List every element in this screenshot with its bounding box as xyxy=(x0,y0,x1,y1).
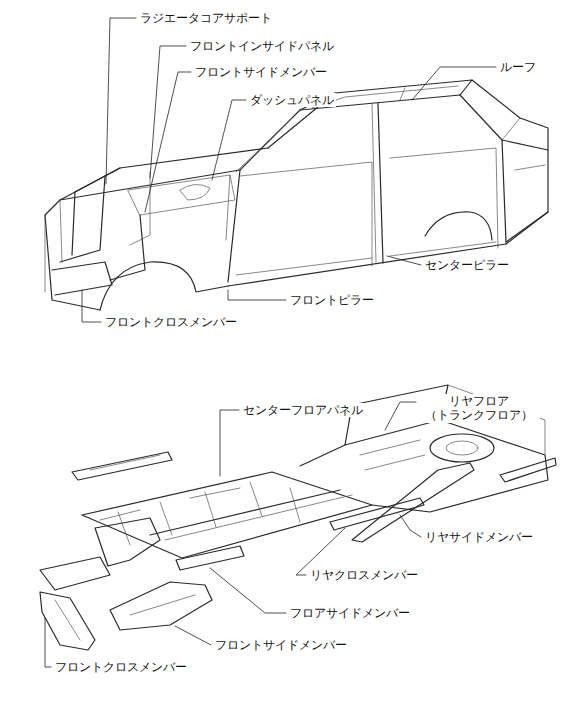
floor-parts xyxy=(40,385,556,650)
part-label: フロントサイドメンバー xyxy=(193,65,329,79)
floor-parts-stroke xyxy=(110,582,212,630)
leader-lines-stroke xyxy=(150,46,186,178)
part-label: フロントピラー xyxy=(288,293,376,307)
car-body-shell-stroke xyxy=(460,95,506,242)
leader-lines-stroke xyxy=(45,618,51,667)
car-body-shell-stroke xyxy=(240,162,372,266)
leader-lines-stroke xyxy=(387,256,421,265)
floor-parts-stroke xyxy=(500,458,556,482)
part-label: センターピラー xyxy=(423,258,511,272)
part-label: センターフロアパネル xyxy=(241,403,365,417)
leader-lines-stroke xyxy=(220,410,239,476)
part-label: ダッシュパネル xyxy=(248,93,336,107)
leader-lines-stroke xyxy=(82,290,101,322)
floor-parts-stroke xyxy=(55,600,80,640)
car-body-shell-stroke xyxy=(226,175,230,240)
part-label: リヤクロスメンバー xyxy=(308,568,420,582)
leader-lines-stroke xyxy=(400,515,421,537)
car-body-shell xyxy=(45,80,548,310)
leader-lines-stroke xyxy=(412,67,496,100)
car-body-shell-stroke xyxy=(60,148,268,200)
leader-lines-stroke xyxy=(212,100,246,180)
leader-lines-stroke xyxy=(145,72,191,212)
car-body-shell-stroke xyxy=(128,175,235,215)
car-body-shell-stroke xyxy=(502,140,548,242)
part-label: フロアサイドメンバー xyxy=(288,606,412,620)
car-body-shell-stroke xyxy=(180,184,210,200)
floor-parts-stroke xyxy=(300,420,548,512)
car-body-shell-stroke xyxy=(45,170,240,310)
floor-parts-stroke xyxy=(82,472,372,558)
car-body-shell-stroke xyxy=(378,103,383,263)
part-label: リヤフロア （トランクフロア） xyxy=(418,394,540,423)
car-body-shell-stroke xyxy=(372,104,376,262)
car-body-shell-stroke xyxy=(390,242,496,256)
car-body-shell-stroke xyxy=(506,212,548,244)
leader-lines xyxy=(45,18,496,667)
floor-parts-stroke xyxy=(72,452,172,480)
part-label: リヤサイドメンバー xyxy=(423,530,535,544)
part-label: フロントクロスメンバー xyxy=(103,315,239,329)
part-label: フロントインサイドパネル xyxy=(188,39,336,53)
floor-parts-stroke xyxy=(90,455,160,470)
car-body-shell-stroke xyxy=(425,212,492,240)
part-label: ラジエータコアサポート xyxy=(138,11,274,25)
car-body-shell-stroke xyxy=(72,176,105,255)
car-body-shell-stroke xyxy=(472,80,548,150)
car-body-shell-stroke xyxy=(390,148,498,248)
floor-parts-stroke xyxy=(130,595,195,615)
car-body-shell-stroke xyxy=(236,118,292,172)
part-label: フロントサイドメンバー xyxy=(213,638,349,652)
part-label: ルーフ xyxy=(498,60,538,74)
car-body-shell-stroke xyxy=(228,110,300,282)
floor-parts-stroke xyxy=(95,518,160,566)
leader-lines-stroke xyxy=(385,402,416,430)
car-body-shell-stroke xyxy=(100,262,228,310)
car-body-shell-stroke xyxy=(515,165,545,170)
car-body-shell-stroke xyxy=(110,215,145,280)
floor-parts-stroke xyxy=(40,592,95,650)
floor-parts-stroke xyxy=(40,557,110,590)
car-body-shell-stroke xyxy=(60,168,120,262)
car-body-shell-stroke xyxy=(236,258,372,275)
leader-lines-stroke xyxy=(175,626,211,645)
floor-parts-stroke xyxy=(360,440,425,470)
floor-parts-stroke xyxy=(330,498,424,530)
floor-parts-stroke xyxy=(150,490,340,535)
car-body-shell-stroke xyxy=(502,118,520,140)
floor-parts-stroke xyxy=(100,488,240,520)
part-label: フロントクロスメンバー xyxy=(53,660,189,674)
floor-parts-stroke xyxy=(176,546,244,570)
car-body-shell-stroke xyxy=(60,200,62,262)
car-body-shell-stroke xyxy=(45,215,46,292)
floor-parts-stroke xyxy=(446,441,478,455)
leader-lines-stroke xyxy=(228,290,286,300)
leader-lines-stroke xyxy=(210,568,286,613)
floor-parts-stroke xyxy=(118,482,300,545)
leader-lines-stroke xyxy=(106,18,136,184)
car-body-shell-stroke xyxy=(400,88,405,100)
floor-parts-stroke xyxy=(165,495,352,540)
floor-parts-stroke xyxy=(430,434,494,462)
car-body-shell-stroke xyxy=(130,172,150,245)
